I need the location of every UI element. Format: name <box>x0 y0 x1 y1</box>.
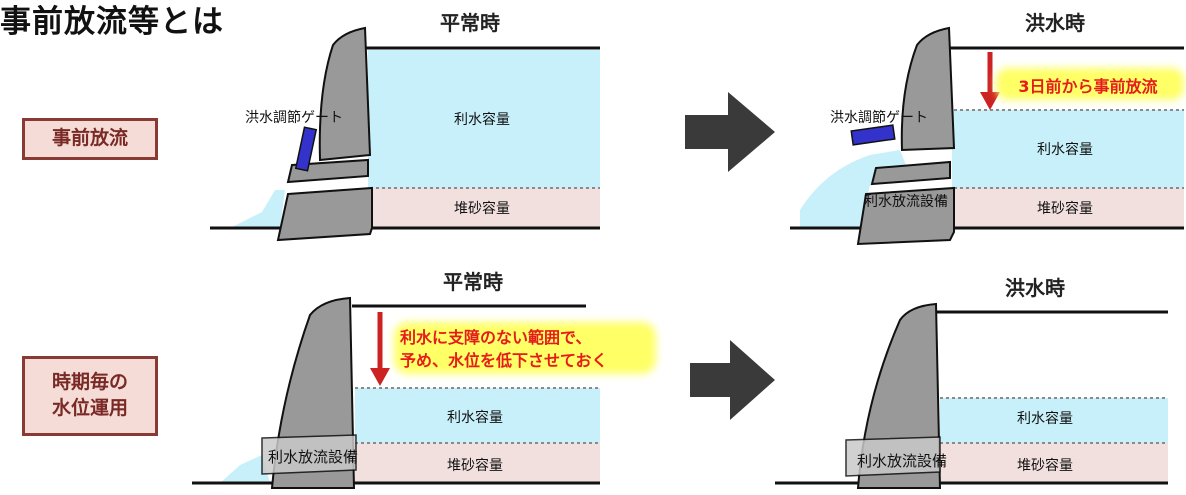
page-title: 事前放流等とは <box>0 4 224 40</box>
state-label-normal: 平常時 <box>443 270 503 294</box>
panel-seasonal-flood: 洪水時 利水容量 堆砂容量 利水放流設備 <box>775 276 1168 489</box>
water-use-zone <box>355 388 600 443</box>
flood-gate-label: 洪水調節ゲート <box>245 109 343 126</box>
row-label-pre-release: 事前放流 <box>22 118 158 160</box>
downstream-water <box>220 455 270 483</box>
sediment-zone <box>370 188 600 228</box>
row-label-seasonal: 時期毎の 水位運用 <box>22 356 158 436</box>
water-use-capacity-label: 利水容量 <box>454 111 510 128</box>
water-use-capacity-label: 利水容量 <box>447 409 503 426</box>
water-use-zone <box>940 398 1168 443</box>
flood-gate-open <box>850 124 896 146</box>
seasonal-note-line2: 予め、水位を低下させておく <box>400 351 608 370</box>
dam-body <box>900 26 956 152</box>
water-use-zone <box>952 110 1184 188</box>
pre-release-note-glow <box>996 68 1184 100</box>
state-label-flood: 洪水時 <box>1025 11 1085 35</box>
water-release-facility-label: 利水放流設備 <box>268 448 358 466</box>
water-use-zone <box>368 50 600 188</box>
state-label-normal: 平常時 <box>440 11 500 35</box>
sediment-capacity-label: 堆砂容量 <box>1037 200 1093 217</box>
sediment-capacity-label: 堆砂容量 <box>447 457 503 474</box>
panel-pre-release-normal: 平常時 洪水調節ゲート 利水容量 堆砂容量 <box>210 11 600 242</box>
water-use-capacity-label: 利水容量 <box>1037 141 1093 158</box>
panel-pre-release-flood: 洪水時 洪水調節ゲート 利水容量 堆砂容量 利水放流設備 3日前から事前放流 <box>790 11 1184 246</box>
level-drop-arrow-head <box>370 368 390 386</box>
level-drop-arrow-head <box>980 92 1000 110</box>
sediment-zone <box>940 443 1168 483</box>
seasonal-note-line1: 利水に支障のない範囲で、 <box>400 328 591 347</box>
sediment-zone <box>355 443 600 483</box>
dam-middle-block <box>870 160 951 186</box>
dam-lower-block <box>856 186 955 246</box>
panel-seasonal-normal: 平常時 利水容量 堆砂容量 利水放流設備 利水に支障のない範囲で、 予め、水位を… <box>192 270 656 489</box>
dam-release-band <box>261 434 357 475</box>
sediment-capacity-label: 堆砂容量 <box>454 200 510 217</box>
flood-gate-label: 洪水調節ゲート <box>830 109 928 126</box>
transition-arrow-top <box>685 92 775 172</box>
dam-release-band <box>845 436 941 477</box>
row-label-pre-release-text: 事前放流 <box>51 127 128 150</box>
pre-release-note: 3日前から事前放流 <box>1018 77 1157 96</box>
water-use-capacity-label: 利水容量 <box>1017 410 1073 427</box>
row-label-seasonal-line2: 水位運用 <box>51 397 128 419</box>
seasonal-note-glow <box>394 322 656 374</box>
transition-arrow-bottom <box>690 340 775 420</box>
water-release-facility-label: 利水放流設備 <box>857 452 947 470</box>
sediment-zone <box>954 188 1184 228</box>
state-label-flood: 洪水時 <box>1005 276 1065 300</box>
water-release-facility-label: 利水放流設備 <box>864 194 948 210</box>
row-label-seasonal-line1: 時期毎の <box>51 371 128 394</box>
downstream-water <box>230 190 285 228</box>
sediment-capacity-label: 堆砂容量 <box>1017 457 1073 474</box>
dam-lower-block <box>276 186 373 242</box>
dam-body <box>318 26 372 162</box>
flood-gate <box>294 126 318 172</box>
